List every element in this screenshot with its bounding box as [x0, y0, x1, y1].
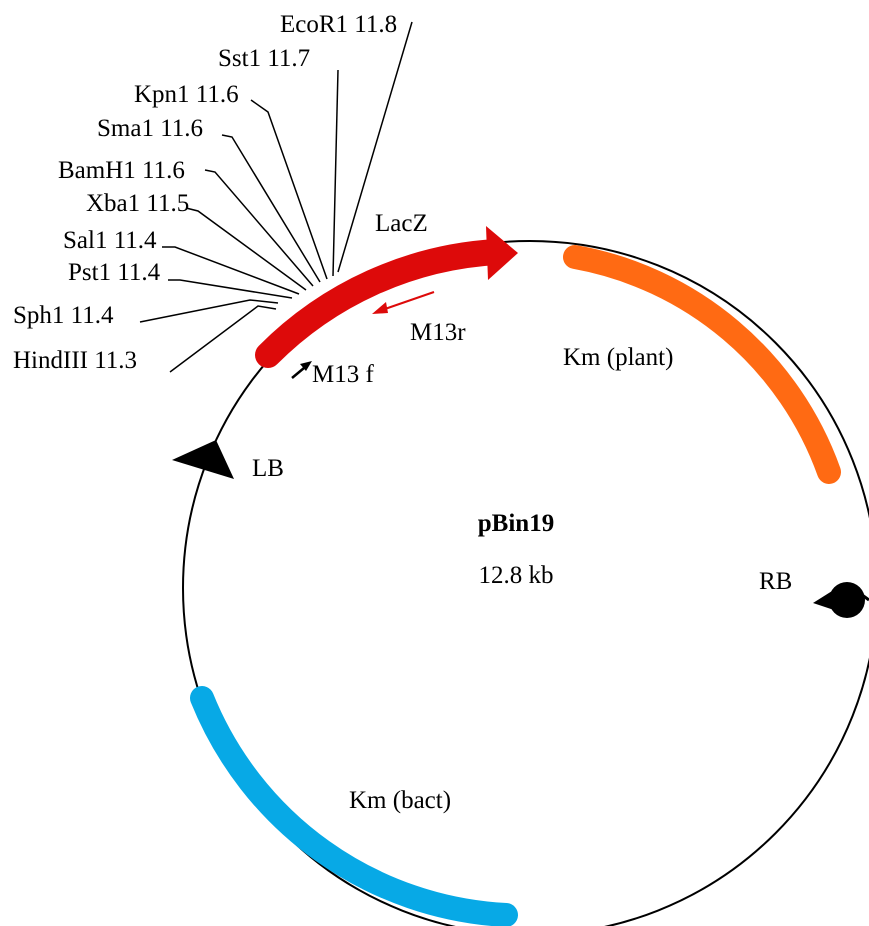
leader-sal1: [162, 246, 300, 295]
leader-bamh1: [204, 169, 314, 287]
leader-hindiii: [169, 305, 277, 373]
site-label-sma1: Sma1 11.6: [97, 115, 203, 142]
plasmid-backbone: [182, 240, 869, 926]
km-plant-label: Km (plant): [563, 344, 673, 371]
site-label-pst1: Pst1 11.4: [68, 259, 161, 286]
m13r-arrowhead: [372, 302, 388, 314]
km-bact-label: Km (bact): [349, 787, 451, 814]
site-label-ecor1: EcoR1 11.8: [280, 11, 397, 38]
restriction-leaders: [139, 21, 413, 373]
lb-label: LB: [252, 455, 284, 482]
leader-kpn1: [250, 99, 328, 280]
leader-pst1: [168, 279, 293, 299]
site-label-sal1: Sal1 11.4: [63, 227, 157, 254]
m13f-arrowhead: [300, 361, 312, 371]
m13f-label: M13 f: [312, 361, 374, 388]
leader-xba1: [185, 207, 307, 291]
km-bact-arc: [190, 686, 518, 926]
rb-marker-tail: [857, 590, 869, 602]
leader-ecor1: [337, 21, 413, 273]
rb-label: RB: [759, 568, 792, 595]
site-label-sst1: Sst1 11.7: [218, 45, 310, 72]
leader-sph1: [139, 299, 279, 323]
m13r-arrow-shaft: [381, 291, 435, 311]
m13f-arrow-shaft: [291, 367, 305, 379]
lacz-arc: [255, 239, 509, 368]
lacz-label: LacZ: [375, 210, 428, 237]
plasmid-name: pBin19: [478, 510, 554, 537]
site-label-kpn1: Kpn1 11.6: [134, 81, 239, 108]
site-label-xba1: Xba1 11.5: [86, 190, 189, 217]
site-label-bamh1: BamH1 11.6: [58, 157, 185, 184]
site-label-hindiii: HindIII 11.3: [13, 347, 137, 374]
lb-marker-icon: [172, 440, 234, 479]
km-plant-arc: [563, 245, 841, 484]
leader-sma1: [221, 134, 321, 283]
site-label-sph1: Sph1 11.4: [13, 302, 114, 329]
m13r-label: M13r: [410, 319, 466, 346]
rb-marker-arrow: [813, 586, 840, 612]
lacz-arrowhead: [486, 226, 518, 280]
leader-sst1: [332, 69, 339, 277]
plasmid-size: 12.8 kb: [479, 562, 554, 589]
